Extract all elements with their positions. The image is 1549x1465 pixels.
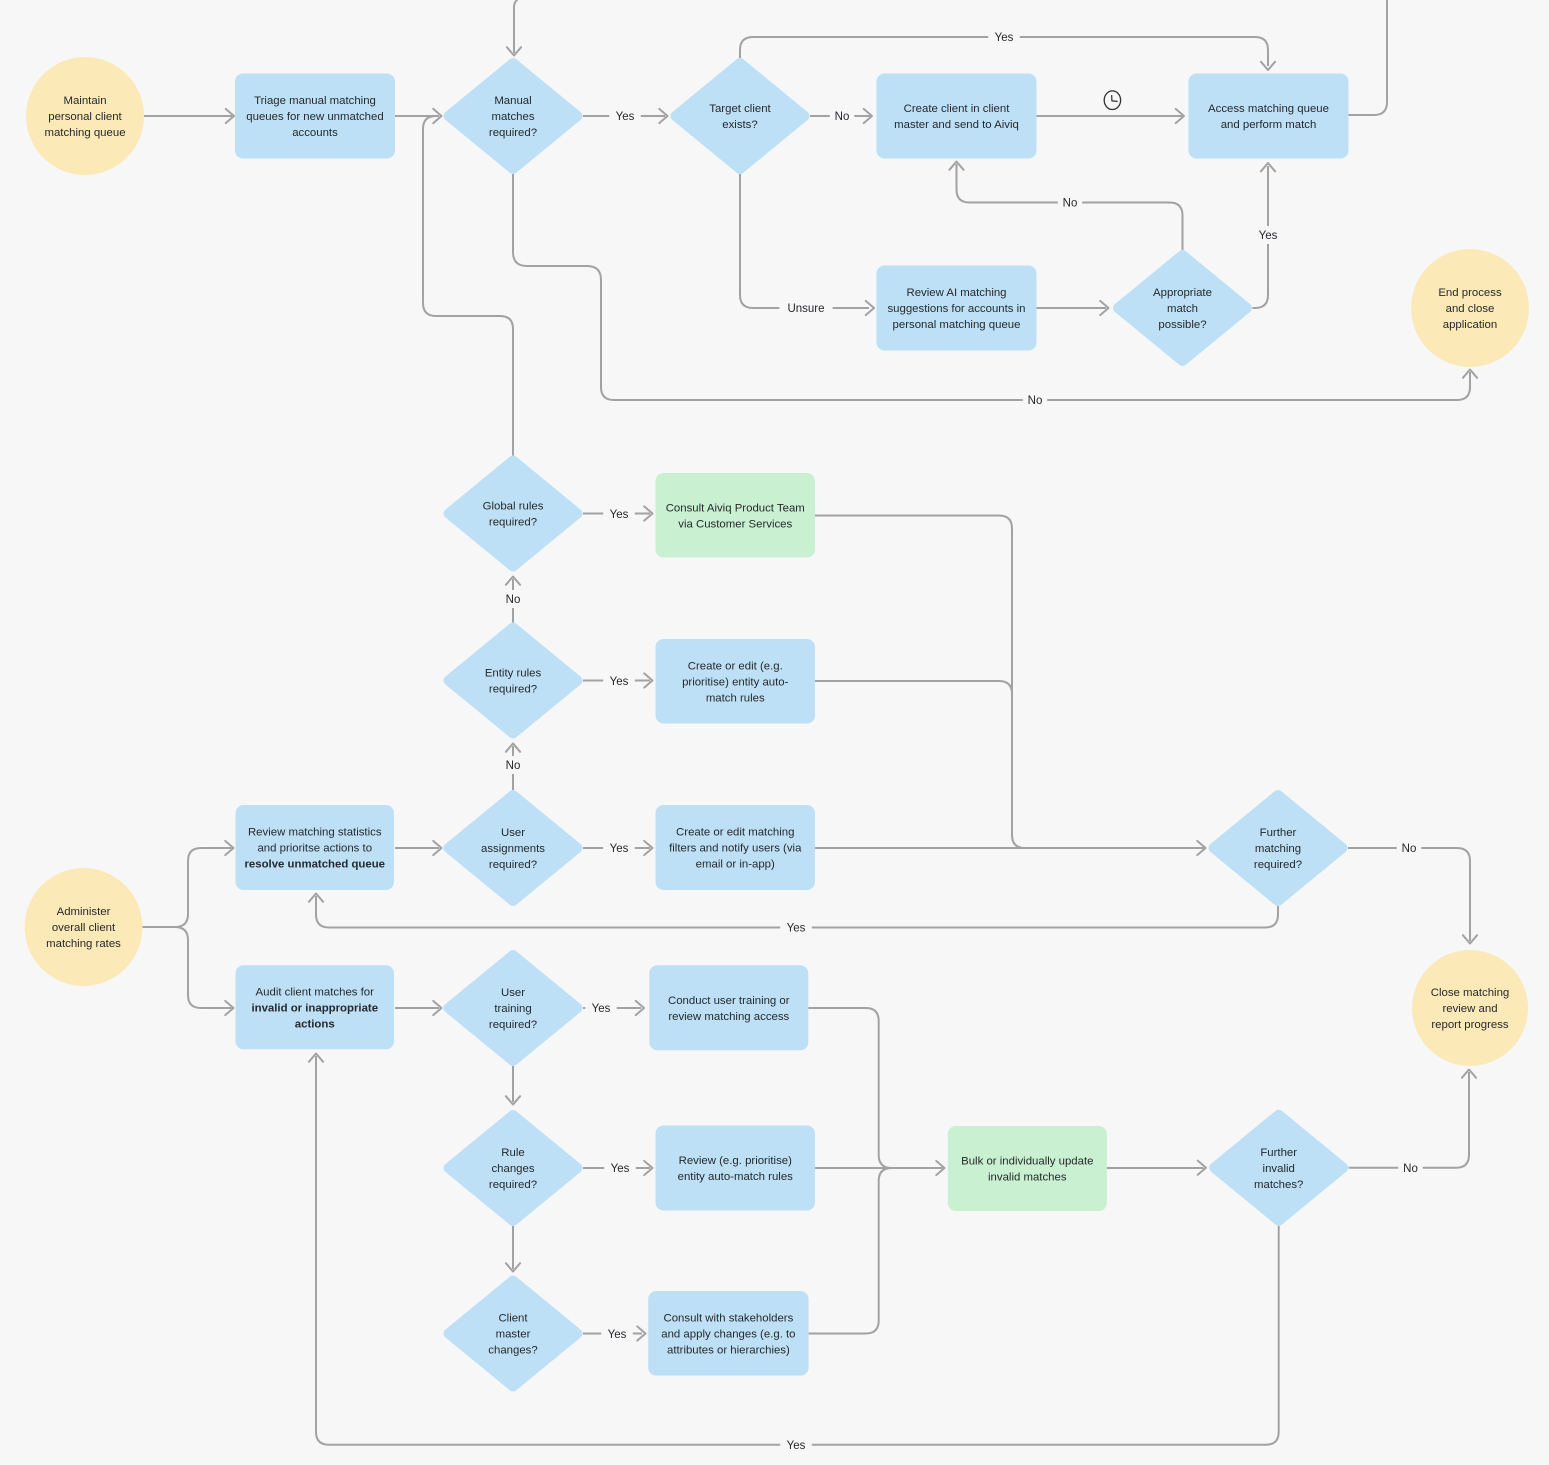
- svg-text:Review matching statistics: Review matching statistics: [248, 827, 382, 839]
- svg-text:Administer: Administer: [57, 906, 111, 918]
- svg-text:Yes: Yes: [610, 676, 629, 688]
- svg-text:via Customer Services: via Customer Services: [678, 518, 792, 530]
- svg-text:No: No: [1402, 843, 1417, 855]
- svg-text:Create or edit (e.g.: Create or edit (e.g.: [688, 660, 783, 672]
- svg-text:Review (e.g. prioritise): Review (e.g. prioritise): [679, 1155, 793, 1167]
- svg-text:invalid matches: invalid matches: [988, 1172, 1067, 1184]
- svg-text:Create client in client: Create client in client: [904, 103, 1011, 115]
- svg-text:Yes: Yes: [608, 1329, 627, 1341]
- svg-text:Yes: Yes: [787, 1440, 806, 1452]
- svg-text:Further: Further: [1260, 827, 1297, 839]
- svg-text:No: No: [1403, 1163, 1418, 1175]
- svg-text:Consult with stakeholders: Consult with stakeholders: [664, 1312, 794, 1324]
- svg-text:Triage manual matching: Triage manual matching: [254, 95, 376, 107]
- svg-text:required?: required?: [489, 127, 537, 139]
- svg-text:required?: required?: [489, 1179, 537, 1191]
- svg-text:invalid: invalid: [1263, 1163, 1295, 1175]
- svg-text:report progress: report progress: [1431, 1019, 1509, 1031]
- svg-text:Yes: Yes: [610, 843, 629, 855]
- svg-text:Yes: Yes: [592, 1003, 611, 1015]
- svg-text:Consult Aiviq Product Team: Consult Aiviq Product Team: [666, 502, 805, 514]
- svg-text:Unsure: Unsure: [787, 303, 824, 315]
- svg-text:Global rules: Global rules: [483, 501, 544, 513]
- svg-text:required?: required?: [1254, 859, 1302, 871]
- svg-text:Conduct user training or: Conduct user training or: [668, 995, 790, 1007]
- svg-text:Yes: Yes: [611, 1163, 630, 1175]
- svg-text:invalid or inappropriate: invalid or inappropriate: [251, 1002, 378, 1014]
- svg-text:No: No: [506, 594, 521, 606]
- svg-text:review and: review and: [1442, 1003, 1497, 1015]
- svg-text:No: No: [506, 760, 521, 772]
- svg-text:Manual: Manual: [494, 95, 531, 107]
- svg-text:overall client: overall client: [52, 922, 116, 934]
- svg-text:prioritise) entity auto-: prioritise) entity auto-: [682, 676, 789, 688]
- svg-text:Yes: Yes: [787, 923, 806, 935]
- svg-text:Appropriate: Appropriate: [1153, 287, 1212, 299]
- svg-text:assignments: assignments: [481, 843, 545, 855]
- svg-text:match rules: match rules: [706, 692, 765, 704]
- svg-text:Close matching: Close matching: [1431, 987, 1510, 999]
- svg-text:entity auto-match rules: entity auto-match rules: [678, 1171, 794, 1183]
- svg-text:and perform match: and perform match: [1221, 119, 1317, 131]
- svg-text:matching rates: matching rates: [46, 938, 121, 950]
- svg-text:review matching access: review matching access: [668, 1011, 789, 1023]
- svg-text:exists?: exists?: [722, 119, 757, 131]
- svg-text:Entity rules: Entity rules: [485, 668, 542, 680]
- svg-text:accounts: accounts: [292, 127, 338, 139]
- svg-text:master and send to Aiviq: master and send to Aiviq: [894, 119, 1019, 131]
- svg-text:Yes: Yes: [610, 509, 629, 521]
- svg-text:email or in-app): email or in-app): [696, 859, 775, 871]
- svg-text:matches?: matches?: [1254, 1179, 1303, 1191]
- svg-text:Bulk or individually update: Bulk or individually update: [961, 1156, 1093, 1168]
- svg-text:filters and notify users (via: filters and notify users (via: [669, 843, 802, 855]
- svg-text:required?: required?: [489, 859, 537, 871]
- svg-text:master: master: [496, 1329, 531, 1341]
- svg-text:suggestions for accounts in: suggestions for accounts in: [887, 303, 1025, 315]
- svg-text:attributes or hierarchies): attributes or hierarchies): [667, 1344, 790, 1356]
- svg-text:possible?: possible?: [1158, 319, 1206, 331]
- svg-text:No: No: [1063, 198, 1078, 210]
- svg-text:Yes: Yes: [616, 111, 635, 123]
- svg-text:required?: required?: [489, 517, 537, 529]
- svg-text:Yes: Yes: [1259, 230, 1278, 242]
- svg-text:required?: required?: [489, 684, 537, 696]
- svg-text:resolve unmatched queue: resolve unmatched queue: [244, 859, 385, 871]
- svg-text:Audit client matches for: Audit client matches for: [256, 986, 375, 998]
- svg-text:Access matching queue: Access matching queue: [1208, 103, 1329, 115]
- svg-text:changes: changes: [491, 1163, 534, 1175]
- svg-text:changes?: changes?: [488, 1345, 537, 1357]
- svg-text:No: No: [835, 111, 850, 123]
- svg-text:matching queue: matching queue: [44, 127, 125, 139]
- svg-text:training: training: [494, 1003, 531, 1015]
- svg-text:required?: required?: [489, 1019, 537, 1031]
- svg-text:Create or edit matching: Create or edit matching: [676, 827, 794, 839]
- svg-text:User: User: [501, 827, 525, 839]
- svg-text:queues for new unmatched: queues for new unmatched: [246, 111, 383, 123]
- svg-text:Maintain: Maintain: [63, 95, 106, 107]
- svg-text:and close: and close: [1446, 303, 1495, 315]
- svg-text:actions: actions: [295, 1018, 335, 1030]
- svg-text:match: match: [1167, 303, 1198, 315]
- svg-text:and apply changes (e.g. to: and apply changes (e.g. to: [661, 1328, 795, 1340]
- svg-text:End process: End process: [1438, 287, 1502, 299]
- svg-text:application: application: [1443, 319, 1497, 331]
- svg-text:No: No: [1028, 395, 1043, 407]
- svg-text:User: User: [501, 987, 525, 999]
- svg-text:Target client: Target client: [709, 103, 771, 115]
- svg-text:matches: matches: [491, 111, 534, 123]
- svg-text:Rule: Rule: [501, 1147, 524, 1159]
- svg-text:and prioritse actions to: and prioritse actions to: [257, 843, 372, 855]
- svg-text:Further: Further: [1260, 1147, 1297, 1159]
- svg-text:Client: Client: [498, 1313, 528, 1325]
- svg-text:Yes: Yes: [995, 32, 1014, 44]
- svg-text:personal matching queue: personal matching queue: [893, 319, 1021, 331]
- svg-text:matching: matching: [1255, 843, 1301, 855]
- svg-text:Review AI matching: Review AI matching: [906, 287, 1006, 299]
- svg-text:personal client: personal client: [48, 111, 122, 123]
